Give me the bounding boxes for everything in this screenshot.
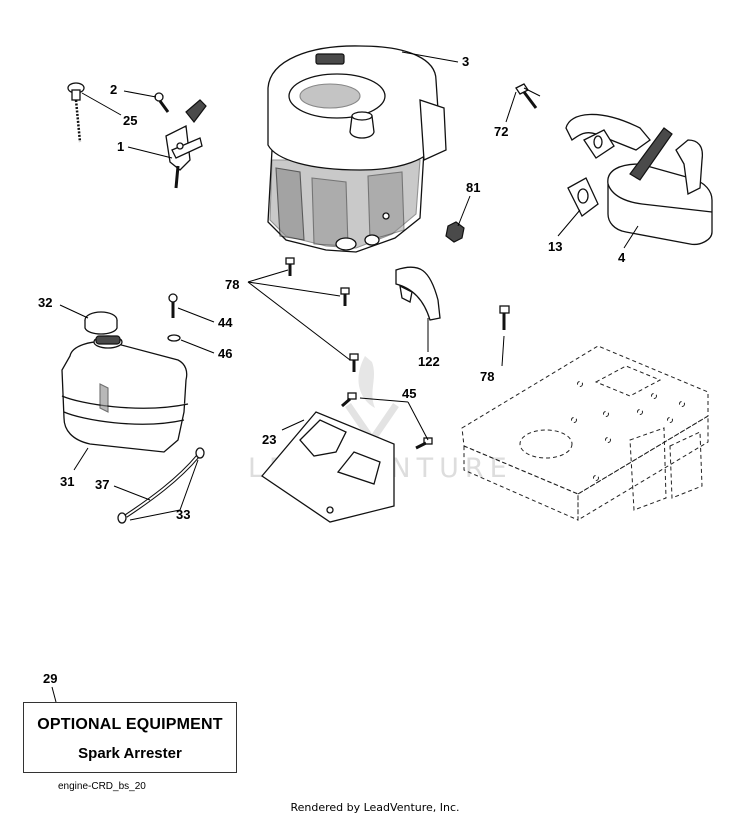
washer-46 bbox=[167, 334, 181, 342]
callout-33: 33 bbox=[176, 507, 190, 522]
bracket-plate bbox=[261, 411, 395, 523]
callout-72: 72 bbox=[494, 124, 508, 139]
frame-reference bbox=[461, 345, 709, 521]
callout-31: 31 bbox=[60, 474, 74, 489]
callout-78-left: 78 bbox=[225, 277, 239, 292]
diagram-code: engine-CRD_bs_20 bbox=[58, 781, 146, 792]
throttle-control bbox=[165, 99, 207, 189]
exhaust-pipe bbox=[565, 113, 651, 159]
callout-44: 44 bbox=[218, 315, 233, 330]
callout-2: 2 bbox=[110, 82, 117, 97]
bolt-44 bbox=[168, 293, 178, 318]
callout-4: 4 bbox=[618, 250, 626, 265]
callout-32: 32 bbox=[38, 295, 52, 310]
callout-29: 29 bbox=[43, 671, 57, 686]
callout-78-right: 78 bbox=[480, 369, 494, 384]
optional-equipment-title: OPTIONAL EQUIPMENT bbox=[37, 716, 223, 733]
heat-shield bbox=[395, 266, 441, 321]
bolt-72 bbox=[515, 83, 538, 109]
fuel-line bbox=[117, 447, 205, 524]
callout-13: 13 bbox=[548, 239, 562, 254]
callout-37: 37 bbox=[95, 477, 109, 492]
callout-122: 122 bbox=[418, 354, 440, 369]
muffler bbox=[607, 127, 713, 246]
optional-equipment-item: Spark Arrester bbox=[78, 745, 182, 762]
render-credit: Rendered by LeadVenture, Inc. bbox=[290, 801, 460, 814]
leader-lines bbox=[51, 51, 639, 703]
engine bbox=[267, 45, 447, 253]
callout-23: 23 bbox=[262, 432, 276, 447]
callout-25: 25 bbox=[123, 113, 137, 128]
callout-3: 3 bbox=[462, 54, 469, 69]
callout-numbers: 2 25 1 3 72 81 13 4 78 122 78 32 44 46 4… bbox=[38, 54, 626, 686]
callout-81: 81 bbox=[466, 180, 480, 195]
gasket-13 bbox=[567, 177, 599, 217]
fuel-cap bbox=[84, 311, 118, 335]
nut-81 bbox=[445, 221, 465, 243]
bolts-45 bbox=[341, 392, 433, 450]
fuel-tank bbox=[61, 335, 189, 453]
bolts-78 bbox=[285, 257, 510, 372]
choke-knob-25 bbox=[67, 82, 85, 143]
watermark-flame-icon bbox=[358, 356, 375, 408]
callout-1: 1 bbox=[117, 139, 124, 154]
screw-2 bbox=[154, 92, 170, 113]
callout-46: 46 bbox=[218, 346, 232, 361]
optional-equipment-box: OPTIONAL EQUIPMENT Spark Arrester bbox=[23, 702, 237, 773]
callout-45: 45 bbox=[402, 386, 416, 401]
